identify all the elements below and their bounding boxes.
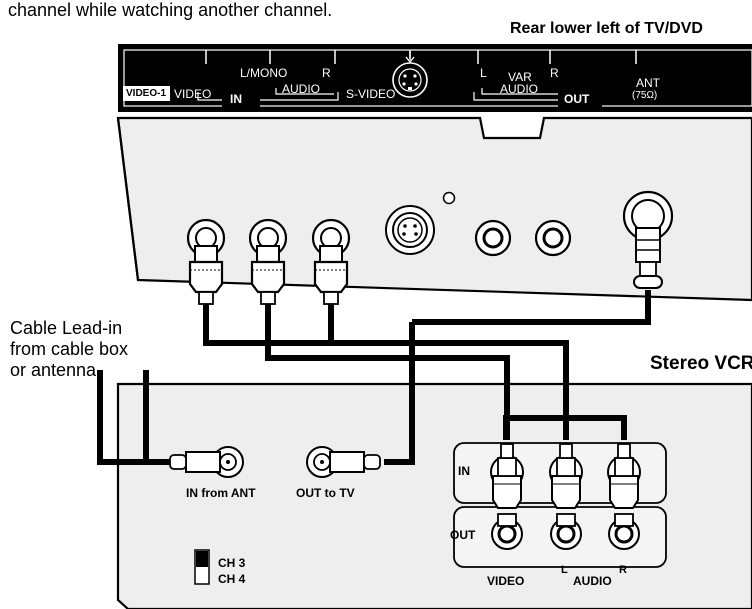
ch-switch-slider — [196, 551, 208, 567]
vcr-audio: AUDIO — [573, 574, 612, 588]
vcr-connectors — [169, 443, 641, 550]
vcr-out-jack-2 — [550, 513, 582, 550]
vcr-out-jack-3 — [608, 513, 640, 550]
tv-strip-ticks — [205, 50, 637, 64]
cable-note-line2: from cable box — [10, 339, 129, 359]
vcr-in-label: IN — [458, 464, 470, 478]
tv-strip-brackets — [197, 88, 599, 101]
tv-panel-edge — [116, 117, 140, 281]
strip-audio2: AUDIO — [500, 82, 539, 96]
cable-note-line1: Cable Lead-in — [10, 318, 123, 338]
strip-svideo-jack — [392, 51, 428, 98]
tv-heading: Rear lower left of TV/DVD — [510, 20, 703, 37]
strip-var: VAR — [508, 70, 532, 84]
vcr-ch4: CH 4 — [218, 572, 246, 586]
tv-rca-plug-3 — [311, 218, 351, 305]
vcr-out-jack-1 — [491, 513, 523, 550]
cables — [97, 290, 651, 465]
vcr-r: R — [619, 564, 627, 576]
strip-r2: R — [550, 66, 559, 80]
strip-ant: ANT — [636, 76, 660, 90]
strip-r: R — [322, 66, 331, 80]
tv-audio-out-l-jack — [474, 219, 512, 257]
vcr-out-to-tv: OUT to TV — [296, 486, 355, 500]
caption-fragment: channel while watching another channel. — [8, 0, 333, 20]
strip-video1: VIDEO-1 — [126, 88, 167, 99]
tv-rca-plug-2 — [248, 218, 288, 305]
in-badge-bg — [222, 92, 260, 107]
vcr-in-plug-2 — [549, 443, 583, 509]
strip-out: OUT — [564, 92, 590, 106]
vcr-ch3: CH 3 — [218, 556, 246, 570]
tv-audio-out-r-jack — [534, 219, 572, 257]
tv-strip-inner-frame — [123, 49, 752, 107]
vcr-in-plug-3 — [607, 443, 641, 509]
vcr-l: L — [561, 564, 568, 576]
out-badge-bg — [558, 92, 602, 107]
strip-svideo: S-VIDEO — [346, 87, 396, 101]
video1-badge-bg — [123, 86, 170, 101]
tv-antenna-plug — [622, 190, 674, 289]
vcr-out-to-tv-connector — [306, 446, 381, 478]
strip-video: VIDEO — [174, 87, 212, 101]
strip-lmono: L/MONO — [240, 66, 288, 80]
tv-svideo-jack — [385, 205, 435, 255]
tv-rca-plug-1 — [186, 218, 226, 305]
cable-note-line3: or antenna — [10, 360, 97, 380]
strip-audio: AUDIO — [282, 82, 321, 96]
strip-ohms: (75Ω) — [632, 90, 658, 101]
tv-jacks — [186, 190, 674, 305]
indicator-hole — [442, 191, 456, 205]
vcr-in-plug-1 — [490, 443, 524, 509]
vcr-video: VIDEO — [487, 574, 525, 588]
vcr-out-label: OUT — [450, 528, 476, 542]
vcr-heading: Stereo VCR — [650, 353, 752, 374]
vcr-ant-in-connector — [169, 446, 244, 478]
vcr-in-from-ant: IN from ANT — [186, 486, 256, 500]
strip-in: IN — [230, 92, 242, 106]
strip-l2: L — [480, 66, 487, 80]
